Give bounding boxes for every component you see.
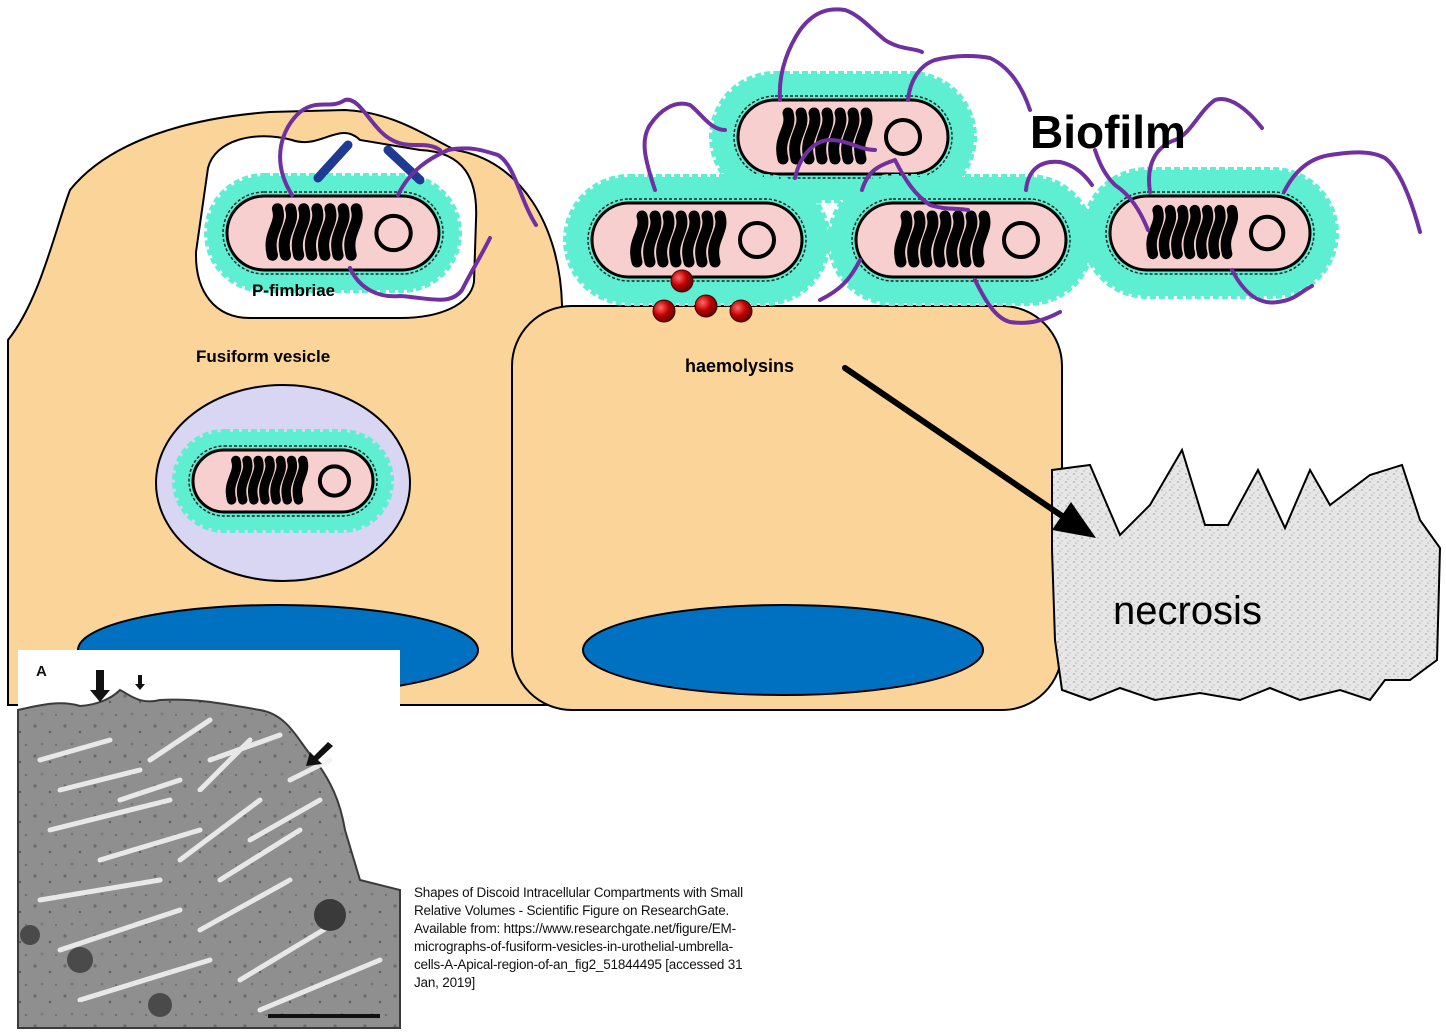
micrograph-panel-letter: A [36, 663, 47, 680]
bacterium [1081, 167, 1339, 299]
em-micrograph: A [17, 650, 401, 1029]
biofilm-label: Biofilm [1030, 106, 1186, 158]
necrosis-arrow [842, 365, 1096, 538]
haemolysin-particle [694, 294, 718, 318]
plasmid [1248, 214, 1286, 252]
nucleus-right [582, 604, 984, 696]
necrotic-cell [1051, 447, 1442, 702]
bacterium [204, 173, 462, 293]
bacterial-chromosome [1146, 204, 1239, 260]
haemolysin-particles [652, 269, 753, 323]
plasmid [317, 464, 351, 498]
bacterial-chromosome [630, 210, 727, 268]
bacterial-chromosome [776, 107, 873, 165]
bacteria-layer [172, 71, 1339, 533]
plasmid [1002, 221, 1040, 259]
plasmid [884, 118, 922, 156]
figure-credit-caption: Shapes of Discoid Intracellular Compartm… [414, 885, 743, 990]
haemolysin-particle [670, 269, 694, 293]
haemolysin-particle [729, 299, 753, 323]
p-fimbriae [313, 140, 425, 185]
bacterium [563, 174, 831, 306]
haemolysin-particle [652, 299, 676, 323]
bacterial-chromosome [225, 455, 309, 505]
necrosis-label: necrosis [1113, 589, 1262, 633]
fusiform-vesicle-label: Fusiform vesicle [196, 347, 330, 366]
bacterial-chromosome [894, 210, 991, 268]
bacterium [827, 174, 1095, 306]
bacterium [172, 429, 394, 533]
bacterium [709, 71, 977, 203]
bacterial-chromosome [265, 203, 363, 261]
plasmid [738, 221, 776, 259]
plasmid [374, 213, 413, 253]
flagella [278, 7, 1422, 325]
p-fimbriae-label: P-fimbriae [252, 281, 335, 300]
haemolysins-label: haemolysins [685, 356, 794, 376]
